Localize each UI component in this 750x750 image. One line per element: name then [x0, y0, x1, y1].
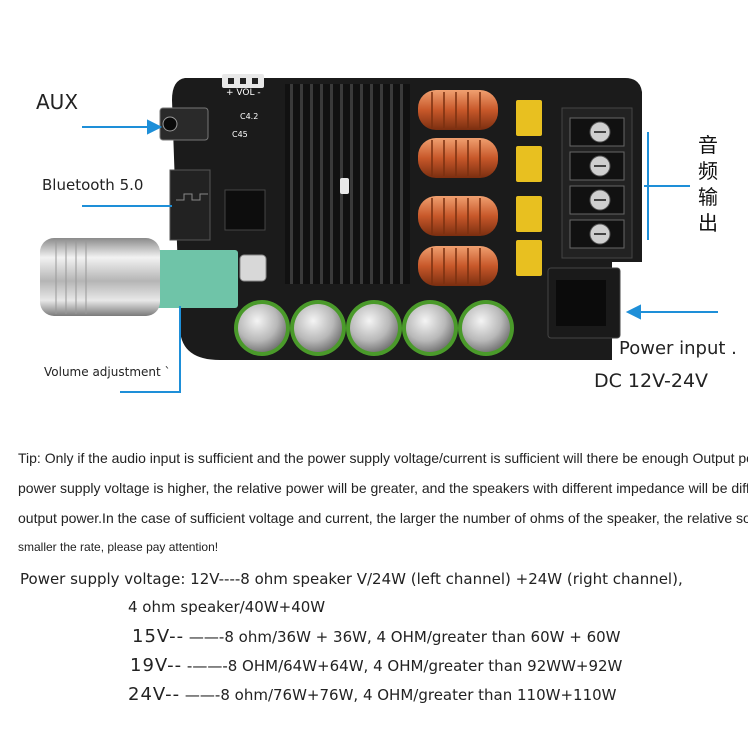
film-capacitors	[516, 100, 542, 276]
electrolytic-capacitors	[234, 300, 514, 356]
callout-lines	[82, 119, 718, 393]
spec-row-15v: 15V-- ——-8 ohm/36W + 36W, 4 OHM/greater …	[132, 626, 621, 647]
spec-text-19v: -——-8 OHM/64W+64W, 4 OHM/greater than 92…	[182, 657, 623, 675]
bluetooth-label: Bluetooth 5.0	[42, 176, 144, 194]
board-vol-label: + VOL -	[226, 88, 261, 98]
spec-voltage-19v: 19V--	[130, 655, 183, 676]
dc-voltage-label: DC 12V-24V	[594, 370, 709, 392]
spec-line-12v-4ohm: 4 ohm speaker/40W+40W	[128, 598, 326, 616]
spec-row-19v: 19V-- -——-8 OHM/64W+64W, 4 OHM/greater t…	[130, 655, 622, 676]
spec-text-15v: ——-8 ohm/36W + 36W, 4 OHM/greater than 6…	[184, 628, 621, 646]
volume-adjustment-label: Volume adjustment `	[44, 365, 171, 379]
tip-line-3: output power.In the case of sufficient v…	[18, 510, 748, 526]
tip-line-1: Tip: Only if the audio input is sufficie…	[18, 450, 748, 466]
inductor-coils	[418, 90, 498, 286]
power-input-label: Power input .	[619, 338, 737, 359]
amplifier-board-illustration	[40, 74, 718, 393]
spec-voltage-24v: 24V--	[128, 684, 181, 705]
tip-line-2: power supply voltage is higher, the rela…	[18, 480, 748, 496]
aux-jack	[159, 107, 209, 141]
spec-text-24v: ——-8 ohm/76W+76W, 4 OHM/greater than 110…	[180, 686, 617, 704]
volume-knob	[40, 238, 160, 316]
volume-potentiometer	[150, 250, 238, 308]
spec-line-12v: Power supply voltage: 12V----8 ohm speak…	[20, 570, 683, 588]
bluetooth-module	[169, 169, 211, 241]
speaker-terminal-block	[561, 107, 633, 259]
aux-label: AUX	[36, 90, 79, 114]
board-c42-label: C4.2	[240, 112, 259, 121]
spec-voltage-15v: 15V--	[132, 626, 185, 647]
spec-row-24v: 24V-- ——-8 ohm/76W+76W, 4 OHM/greater th…	[128, 684, 617, 705]
board-c45-label: C45	[232, 130, 248, 139]
audio-output-label: 音频输出	[698, 133, 718, 235]
tip-line-4: smaller the rate, please pay attention!	[18, 540, 219, 554]
